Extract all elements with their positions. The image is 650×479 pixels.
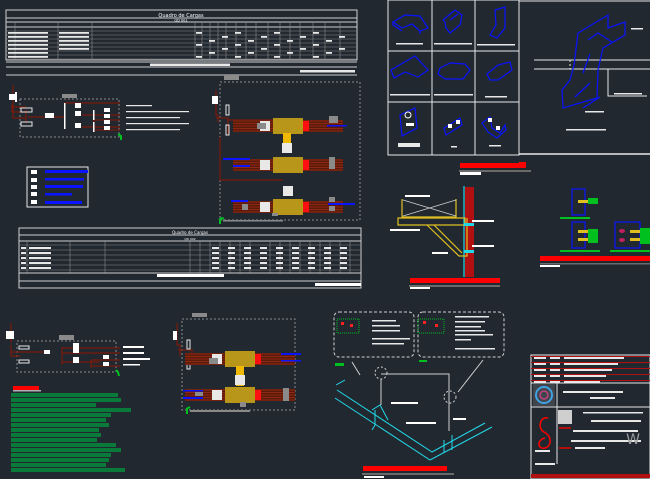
notes-block — [11, 386, 131, 472]
note-line — [11, 403, 96, 407]
note-line — [11, 423, 109, 427]
note-line — [11, 443, 116, 447]
note-line — [11, 393, 118, 397]
table-rows — [6, 22, 357, 60]
load-table-top: Quadro de Cargas QD 001 — [5, 9, 358, 80]
notes-heading — [13, 386, 39, 390]
legend-box — [26, 166, 89, 208]
ground-symbol — [185, 406, 191, 414]
table-title: Quadro de Cargas — [158, 13, 204, 19]
switchboard-diagram-1 — [212, 75, 361, 224]
note-line — [11, 428, 99, 432]
table-subtitle: QD 002 — [184, 237, 195, 241]
single-line-diagram-1 — [9, 85, 189, 140]
signature — [538, 417, 551, 449]
note-line — [11, 463, 106, 467]
load-table-mid: Quadro de Cargas QD 002 — [18, 227, 362, 289]
note-line — [11, 418, 106, 422]
single-line-diagram-2 — [6, 323, 150, 377]
title-block: W — [530, 354, 650, 479]
note-line — [11, 453, 111, 457]
cable-tray-catalog — [387, 0, 520, 156]
table-footer-text — [150, 63, 230, 66]
note-line — [11, 413, 111, 417]
note-line — [11, 408, 131, 412]
qr-code — [558, 410, 572, 424]
table-note-text — [300, 70, 355, 73]
note-line — [11, 448, 121, 452]
note-line — [11, 468, 125, 472]
ground-symbol — [115, 369, 120, 377]
table-subtitle: QD 001 — [174, 19, 187, 23]
switchboard-diagram-2 — [173, 313, 301, 414]
tray-isometric-detail — [333, 311, 505, 478]
table-title: Quadro de Cargas — [172, 230, 208, 235]
note-line — [11, 398, 121, 402]
slab-passage-detail — [519, 0, 650, 167]
ground-symbol — [117, 133, 122, 140]
watermark: W — [626, 432, 640, 448]
ground-symbol — [218, 216, 225, 224]
conduit-entries-detail — [540, 188, 650, 267]
note-line — [11, 433, 101, 437]
note-line — [11, 438, 97, 442]
wall-bracket-detail — [390, 163, 531, 289]
note-line — [11, 458, 109, 462]
